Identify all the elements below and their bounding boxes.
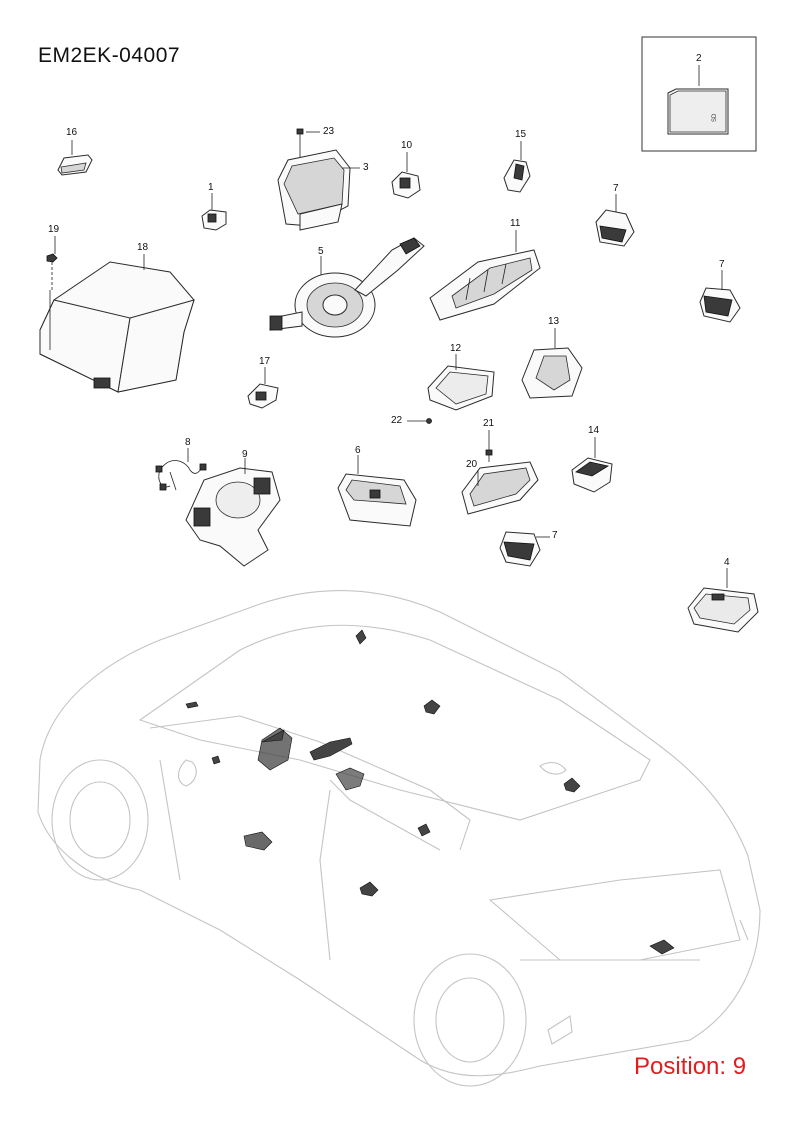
callout-2: 2 xyxy=(696,53,702,64)
vehicle-outline xyxy=(37,590,761,1087)
part-11-switch-bar xyxy=(429,249,541,321)
callout-7b: 7 xyxy=(719,259,725,270)
part-9-steering-trim xyxy=(185,467,281,567)
callout-21: 21 xyxy=(483,418,495,429)
callout-9: 9 xyxy=(242,449,248,460)
part-8-wiring-harness xyxy=(155,460,207,491)
part-7-switch-c xyxy=(499,531,541,567)
part-12-control-module xyxy=(427,365,495,411)
callout-11: 11 xyxy=(510,218,521,229)
callout-12: 12 xyxy=(450,343,462,354)
callout-3: 3 xyxy=(363,162,369,173)
callout-19: 19 xyxy=(48,224,60,235)
part-10-sensor xyxy=(391,171,421,199)
callout-1: 1 xyxy=(208,182,214,193)
page-code: EM2EK-04007 xyxy=(38,44,181,67)
callout-8: 8 xyxy=(185,437,191,448)
part-16-module xyxy=(57,154,93,176)
part-18-module-housing xyxy=(39,261,195,393)
callout-4: 4 xyxy=(724,557,730,568)
part-20-switch-bar xyxy=(461,461,539,515)
position-label: Position: 9 xyxy=(634,1053,747,1080)
callout-7c: 7 xyxy=(552,530,558,541)
part-22-screw xyxy=(426,418,432,424)
callout-5: 5 xyxy=(318,246,324,257)
callout-16: 16 xyxy=(66,127,78,138)
callout-17: 17 xyxy=(259,356,271,367)
callout-23: 23 xyxy=(323,126,335,137)
part-7-switch-b xyxy=(699,287,741,323)
part-3-display xyxy=(277,149,351,231)
part-14-module xyxy=(571,457,613,493)
callout-22: 22 xyxy=(391,415,403,426)
part-7-switch-a xyxy=(595,209,635,247)
vehicle-installed-parts xyxy=(185,629,675,955)
part-15-sensor xyxy=(503,159,531,193)
part-13-gear-selector xyxy=(521,347,583,399)
callout-6: 6 xyxy=(355,445,361,456)
sd-card-text: SD xyxy=(712,113,718,122)
sd-card-icon: SD xyxy=(667,88,729,135)
part-4-roof-console xyxy=(687,587,759,633)
part-5-column-switch xyxy=(269,237,425,338)
callout-10: 10 xyxy=(401,140,413,151)
callout-14: 14 xyxy=(588,425,600,436)
part-23-screw xyxy=(296,128,304,160)
callout-15: 15 xyxy=(515,129,527,140)
callout-20: 20 xyxy=(466,459,478,470)
callout-13: 13 xyxy=(548,316,560,327)
part-21-screw xyxy=(485,449,493,462)
part-17-bracket xyxy=(247,383,279,409)
callout-18: 18 xyxy=(137,242,149,253)
part-19-screw xyxy=(46,253,58,290)
part-1-connector xyxy=(201,209,227,231)
part-6-switch-panel xyxy=(337,473,417,527)
callout-7a: 7 xyxy=(613,183,619,194)
